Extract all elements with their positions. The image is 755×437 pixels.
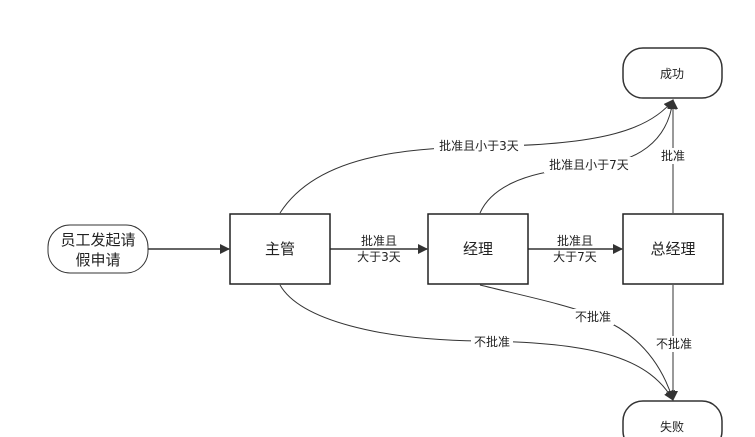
label-manager-to-general-manager-line1: 批准且 [557,233,593,248]
label-supervisor-to-manager-line2: 大于3天 [357,250,401,264]
node-start-line2: 假申请 [75,251,120,269]
node-success-label: 成功 [660,67,684,81]
node-general-manager-label: 总经理 [650,240,695,258]
label-manager-to-general-manager-line2: 大于7天 [553,250,597,264]
node-start: 员工发起请 假申请 [47,224,149,274]
label-manager-to-success: 批准且小于7天 [549,157,629,172]
node-failure-label: 失败 [660,419,684,434]
node-failure: 失败 [622,400,723,437]
edge-manager-to-success [479,99,677,214]
label-general-manager-to-success: 批准 [661,148,685,163]
node-manager: 经理 [427,213,529,285]
node-start-line1: 员工发起请 [60,231,135,249]
label-supervisor-to-success: 批准且小于3天 [439,138,519,153]
label-supervisor-to-failure: 不批准 [474,334,510,349]
node-supervisor-label: 主管 [265,240,295,258]
label-general-manager-to-failure: 不批准 [656,336,692,351]
node-supervisor: 主管 [229,213,331,285]
node-general-manager: 总经理 [622,213,724,285]
node-manager-label: 经理 [463,240,493,258]
edge-supervisor-to-success [279,99,674,214]
label-manager-to-failure: 不批准 [575,309,611,324]
label-supervisor-to-manager-line1: 批准且 [361,233,397,248]
node-success: 成功 [622,47,723,99]
